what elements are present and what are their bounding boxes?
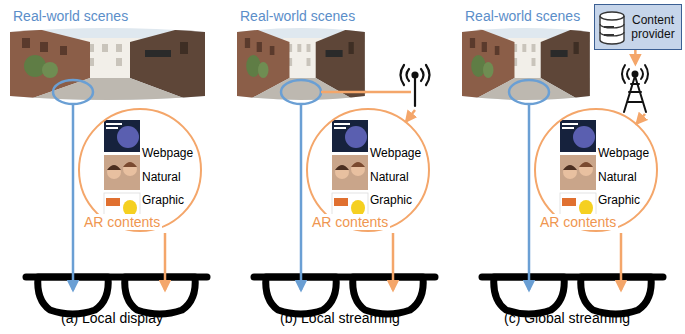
panel-caption: (b) Local streaming <box>280 310 400 326</box>
content-arrow <box>164 233 167 290</box>
content-label: Webpage <box>142 146 193 160</box>
connector-segment <box>406 110 415 121</box>
connector-segment <box>637 114 645 123</box>
scene-arrow <box>300 105 303 290</box>
content-circle: WebpageNaturalGraphic...AR contents <box>306 108 430 232</box>
scene-arrow <box>72 105 75 290</box>
antenna-icon <box>401 65 430 106</box>
connector <box>635 50 645 123</box>
connector <box>365 92 415 121</box>
connector-segment <box>634 50 637 64</box>
content-arrow <box>392 233 395 290</box>
provider-label: Content provider <box>627 13 679 41</box>
scene-region: Real-world scenes <box>10 28 205 100</box>
scene-region: Real-world scenes <box>237 28 365 100</box>
content-arrow <box>620 233 623 290</box>
tower-icon <box>622 65 648 112</box>
view-ellipse <box>509 80 549 104</box>
content-circle: WebpageNaturalGraphic...AR contents <box>78 108 202 232</box>
content-label: Natural <box>142 170 181 184</box>
ar-glasses <box>26 277 207 314</box>
content-label: Natural <box>598 170 637 184</box>
view-ellipse <box>53 80 93 104</box>
connector-segment <box>365 91 411 94</box>
street-photo <box>237 22 365 106</box>
content-label: Webpage <box>370 146 421 160</box>
content-heading: AR contents <box>310 214 390 230</box>
content-circle: WebpageNaturalGraphic...AR contents <box>534 108 658 232</box>
content-heading: AR contents <box>82 214 162 230</box>
view-ellipses <box>53 80 549 104</box>
content-arrows <box>165 233 621 290</box>
scene-arrows <box>73 105 529 290</box>
content-label: Graphic <box>370 193 412 207</box>
panel-caption: (a) Local display <box>61 310 163 326</box>
capture-line <box>321 91 366 94</box>
content-thumbnails <box>104 120 140 220</box>
ar-glasses <box>482 277 663 314</box>
database-icon <box>598 10 626 46</box>
panel-caption: (c) Global streaming <box>504 310 630 326</box>
content-heading: AR contents <box>538 214 618 230</box>
scene-heading: Real-world scenes <box>13 8 128 24</box>
content-label: Graphic <box>142 193 184 207</box>
content-label: Natural <box>370 170 409 184</box>
view-ellipse <box>281 80 321 104</box>
content-thumbnails <box>332 120 368 220</box>
scene-heading: Real-world scenes <box>240 8 355 24</box>
content-label: Graphic <box>598 193 640 207</box>
content-label: Webpage <box>598 146 649 160</box>
street-photo <box>10 22 205 106</box>
street-photo <box>462 22 590 106</box>
scene-arrow <box>528 105 531 290</box>
scene-heading: Real-world scenes <box>465 8 580 24</box>
ar-glasses <box>254 277 435 314</box>
content-thumbnails <box>560 120 596 220</box>
scene-region: Real-world scenes <box>462 28 590 100</box>
